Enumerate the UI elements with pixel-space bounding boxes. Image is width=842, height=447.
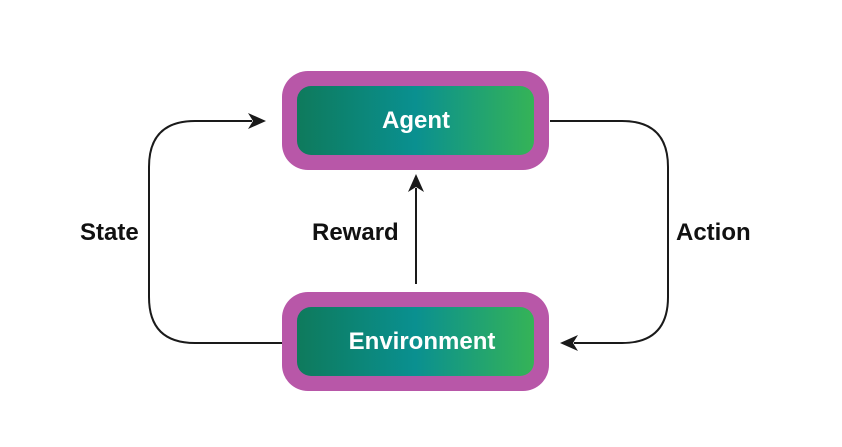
state-arrowhead <box>248 113 266 129</box>
agent-node: Agent <box>282 71 549 170</box>
environment-node: Environment <box>282 292 549 391</box>
action-edge <box>550 120 669 344</box>
state-edge <box>148 120 298 344</box>
reward-label: Reward <box>312 219 399 246</box>
state-label: State <box>80 219 139 246</box>
action-arrowhead <box>560 335 578 351</box>
action-label: Action <box>676 219 751 246</box>
environment-node-fill <box>297 307 534 376</box>
reward-arrowhead <box>408 174 424 192</box>
agent-node-fill <box>297 86 534 155</box>
agent-node-label: Agent <box>382 107 450 134</box>
environment-node-label: Environment <box>349 328 496 355</box>
